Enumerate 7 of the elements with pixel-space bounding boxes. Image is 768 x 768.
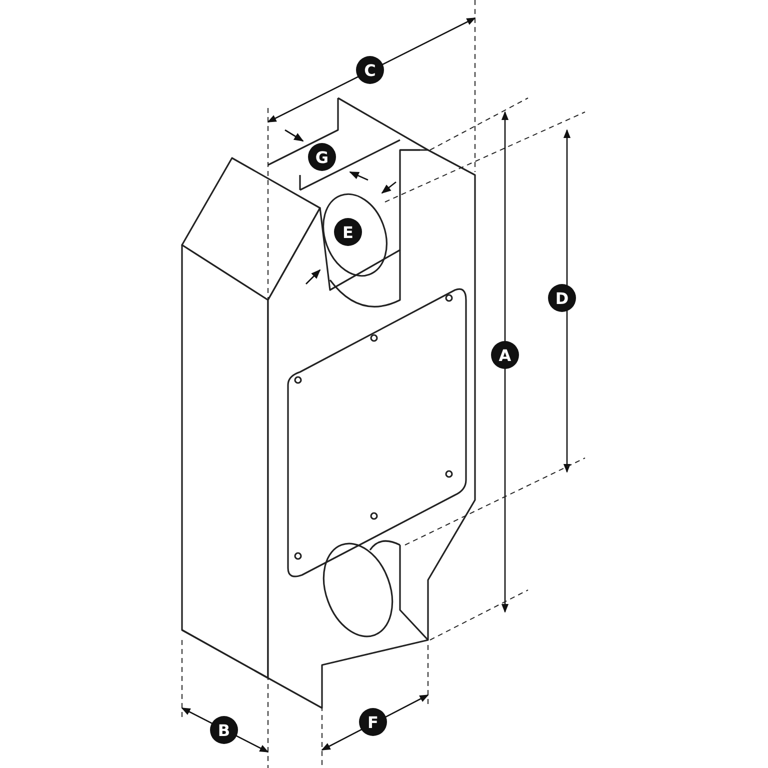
callout-letter: D bbox=[548, 284, 576, 312]
callout-letter: C bbox=[356, 56, 384, 84]
callout-letter: B bbox=[210, 716, 238, 744]
callout-letter: F bbox=[359, 708, 387, 736]
callout-letter: A bbox=[491, 341, 519, 369]
callout-letter: E bbox=[334, 218, 362, 246]
callout-letter: G bbox=[308, 143, 336, 171]
